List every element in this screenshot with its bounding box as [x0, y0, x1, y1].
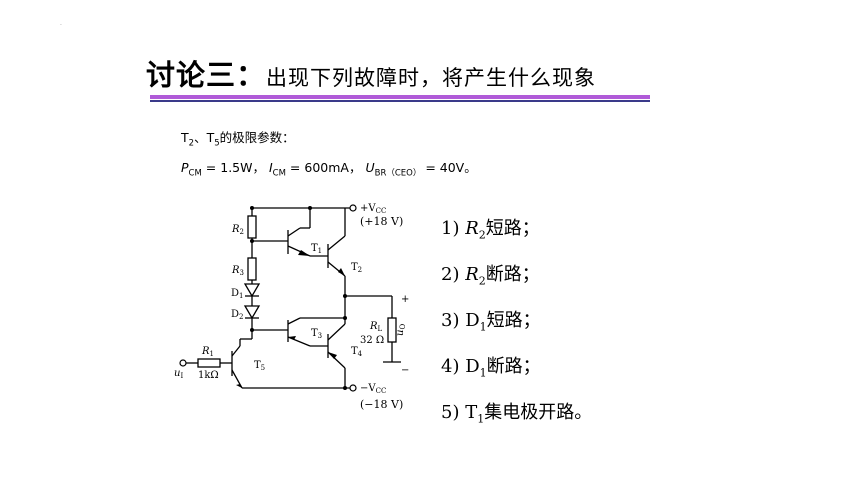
- r1-value: 1kΩ: [198, 370, 219, 381]
- t3-emitter-arrow: [288, 336, 296, 340]
- resistor-r3: [247, 257, 257, 281]
- junction-dot: [343, 316, 347, 320]
- output-minus: −: [401, 365, 409, 376]
- slide-title: 讨论三：出现下列故障时，将产生什么现象: [146, 52, 596, 94]
- t4-label: T4: [351, 346, 363, 358]
- t1-label: T1: [311, 243, 322, 255]
- corner-dot: ·: [60, 22, 62, 29]
- title-underline-purple: [150, 95, 650, 99]
- limit-parameters: T2、T5的极限参数： PCM = 1.5W， ICM = 600mA， UBR…: [181, 126, 477, 185]
- title-underline-navy: [150, 100, 650, 102]
- fault-item-4: 4) D1断路；: [441, 355, 541, 380]
- fault-list: 1) R2短路； 2) R2断路； 3) D1短路； 4) D1断路； 5) T…: [441, 209, 592, 438]
- rl-value: 32 Ω: [360, 335, 384, 346]
- output-label: uO: [395, 324, 407, 336]
- title-subtitle: 出现下列故障时，将产生什么现象: [266, 66, 597, 90]
- fault-item-3: 3) D1短路；: [441, 309, 541, 334]
- junction-dot: [343, 294, 347, 298]
- t5-emitter-arrow: [236, 384, 242, 388]
- junction-dot: [250, 328, 254, 332]
- resistor-r2: [247, 215, 257, 239]
- junction-dot: [308, 206, 312, 210]
- vcc-neg-label: −VCC: [360, 383, 386, 395]
- diode-d2: [243, 305, 261, 320]
- vcc-neg-terminal: [349, 384, 357, 392]
- d2-label: D2: [231, 309, 244, 321]
- fault-item-1: 1) R2短路；: [441, 218, 540, 242]
- output-plus: +: [401, 294, 409, 305]
- input-label: uI: [174, 368, 183, 380]
- title-heading: 讨论三：: [146, 58, 267, 92]
- amplifier-circuit-diagram: +VCC (+18 V) −VCC (−18 V) R2 R3 D1 D2 T1…: [174, 203, 409, 411]
- rl-label: RL: [369, 321, 383, 333]
- r2-label: R2: [231, 224, 244, 236]
- vcc-neg-value: (−18 V): [360, 398, 403, 411]
- t2-emitter-arrow: [338, 268, 345, 276]
- resistor-r1: [197, 358, 221, 368]
- r1-label: R1: [201, 346, 214, 358]
- diode-d1: [243, 283, 261, 298]
- vcc-pos-label: +VCC: [360, 203, 386, 215]
- junction-dot: [343, 386, 347, 390]
- vcc-pos-terminal: [349, 204, 357, 212]
- fault-item-2: 2) R2断路；: [441, 263, 540, 288]
- d1-label: D1: [231, 288, 244, 300]
- t1-emitter-arrow: [298, 250, 310, 256]
- r3-label: R3: [231, 265, 244, 277]
- input-terminal: [179, 359, 187, 367]
- junction-dot: [250, 239, 254, 243]
- fault-item-5: 5) T1集电极开路。: [441, 401, 593, 426]
- t3-label: T3: [311, 328, 322, 340]
- params-heading: T2、T5的极限参数：: [181, 130, 295, 149]
- t5-label: T5: [254, 360, 265, 372]
- junction-dot: [250, 206, 254, 210]
- params-values: PCM = 1.5W， ICM = 600mA， UBR（CEO） = 40V。: [181, 159, 477, 179]
- t2-label: T2: [351, 262, 362, 274]
- t4-emitter-arrow: [328, 352, 337, 359]
- vcc-pos-value: (+18 V): [360, 215, 403, 228]
